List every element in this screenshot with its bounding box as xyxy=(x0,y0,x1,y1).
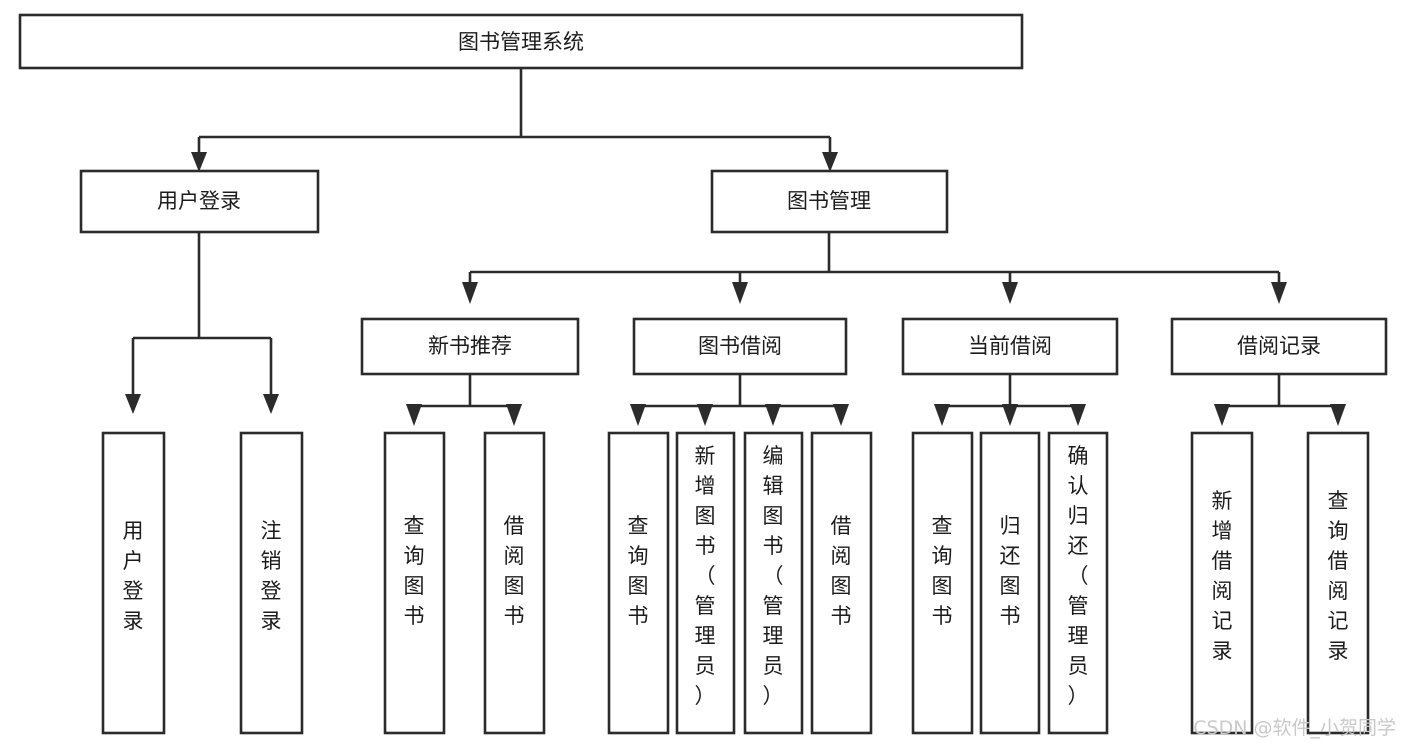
connector-root-to-level2 xyxy=(191,68,838,172)
node-leaf-11-label: 确认归还（管理员） xyxy=(1068,444,1089,708)
node-records[interactable]: 借阅记录 xyxy=(1170,317,1388,376)
node-leaf-3-label: 查询图书 xyxy=(404,514,425,628)
node-login-label: 用户登录 xyxy=(157,189,241,213)
node-bookmgmt-label: 图书管理 xyxy=(787,189,871,213)
node-leaf-6[interactable]: 新增图书（管理员） xyxy=(675,431,736,735)
node-borrow-label: 图书借阅 xyxy=(698,334,782,358)
node-current[interactable]: 当前借阅 xyxy=(901,317,1119,376)
node-leaf-10-label: 归还图书 xyxy=(1000,514,1021,628)
connector-newbook-to-leaves xyxy=(406,374,522,426)
node-root-label: 图书管理系统 xyxy=(458,30,584,54)
leaf-nodes-group: 用户登录 注销登录 查询图书 借阅图书 查询图书 新增图书（管理员） 编辑图书（… xyxy=(101,431,1370,735)
node-leaf-7-label: 编辑图书（管理员） xyxy=(763,444,784,708)
node-leaf-2[interactable]: 注销登录 xyxy=(239,431,304,735)
node-current-label: 当前借阅 xyxy=(968,334,1052,358)
node-root[interactable]: 图书管理系统 xyxy=(18,13,1024,70)
node-leaf-3[interactable]: 查询图书 xyxy=(383,431,446,735)
connector-current-to-leaves xyxy=(934,374,1086,426)
node-leaf-11[interactable]: 确认归还（管理员） xyxy=(1047,431,1109,735)
connector-login-to-leaves xyxy=(125,232,279,414)
csdn-watermark: CSDN @软件_小贺同学 xyxy=(1193,717,1396,739)
node-leaf-1-label: 用户登录 xyxy=(123,519,144,633)
connector-bookmgmt-to-level3 xyxy=(462,232,1287,304)
node-borrow[interactable]: 图书借阅 xyxy=(632,317,848,376)
node-leaf-6-label: 新增图书（管理员） xyxy=(695,444,716,708)
node-leaf-7[interactable]: 编辑图书（管理员） xyxy=(743,431,804,735)
connector-borrow-to-leaves xyxy=(630,374,849,426)
node-leaf-5[interactable]: 查询图书 xyxy=(607,431,670,735)
node-leaf-12-label: 新增借阅记录 xyxy=(1212,489,1233,663)
node-records-label: 借阅记录 xyxy=(1237,334,1321,358)
node-leaf-8[interactable]: 借阅图书 xyxy=(810,431,873,735)
node-leaf-1[interactable]: 用户登录 xyxy=(101,431,166,735)
node-leaf-4-label: 借阅图书 xyxy=(504,514,525,628)
node-leaf-13[interactable]: 查询借阅记录 xyxy=(1306,431,1370,735)
node-leaf-9[interactable]: 查询图书 xyxy=(911,431,974,735)
connector-records-to-leaves xyxy=(1214,374,1346,426)
node-leaf-2-label: 注销登录 xyxy=(261,519,282,633)
node-leaf-9-label: 查询图书 xyxy=(932,514,953,628)
node-newbook-label: 新书推荐 xyxy=(428,334,512,358)
node-leaf-5-label: 查询图书 xyxy=(628,514,649,628)
node-leaf-10[interactable]: 归还图书 xyxy=(979,431,1041,735)
node-leaf-12[interactable]: 新增借阅记录 xyxy=(1190,431,1254,735)
node-newbook[interactable]: 新书推荐 xyxy=(360,317,580,376)
node-login[interactable]: 用户登录 xyxy=(79,169,320,234)
node-leaf-13-label: 查询借阅记录 xyxy=(1328,489,1349,663)
node-leaf-8-label: 借阅图书 xyxy=(831,514,852,628)
node-leaf-4[interactable]: 借阅图书 xyxy=(483,431,546,735)
node-bookmgmt[interactable]: 图书管理 xyxy=(710,169,949,234)
